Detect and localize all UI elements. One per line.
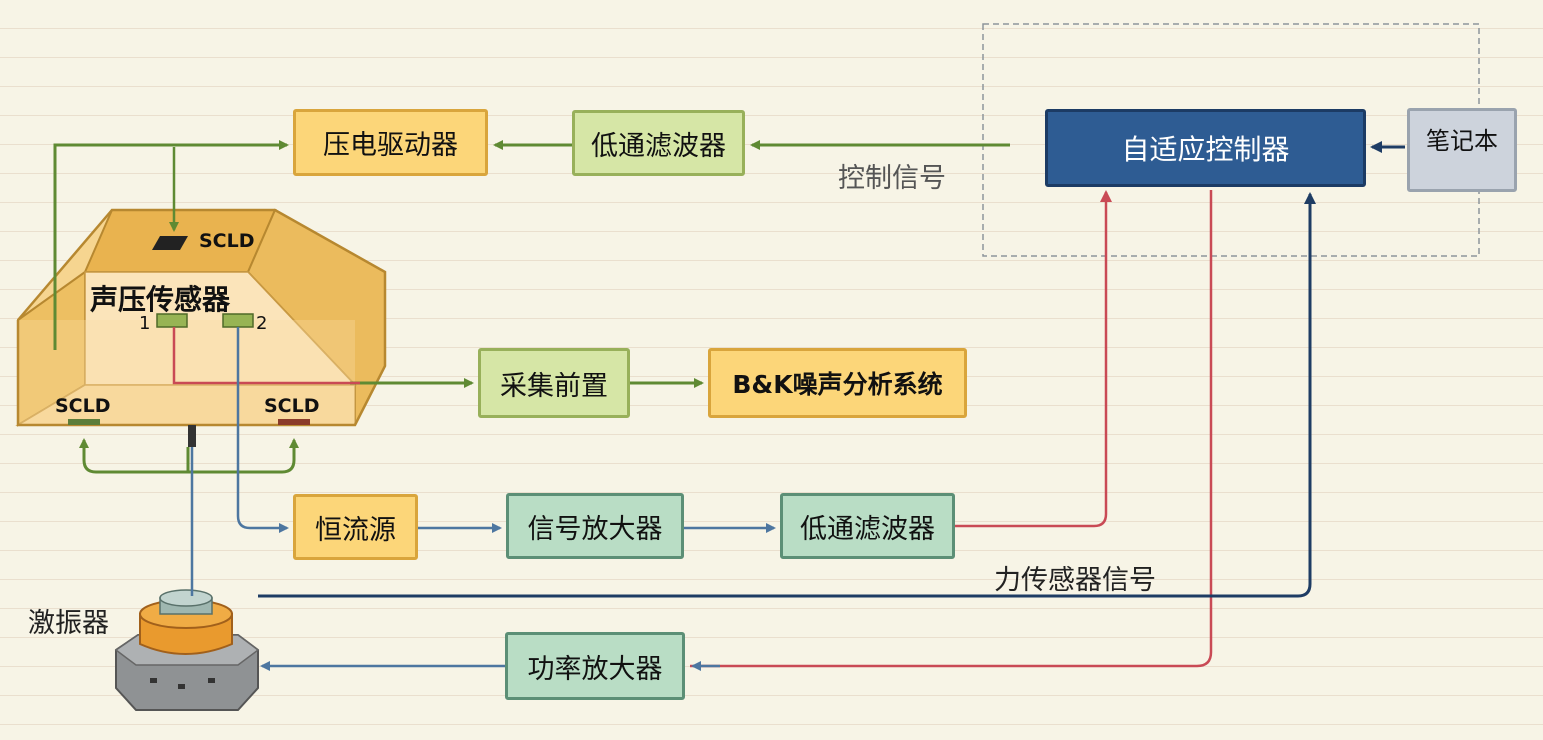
bk-analysis-system-box: B&K噪声分析系统 xyxy=(708,348,967,418)
piezo-driver-box: 压电驱动器 xyxy=(293,109,488,176)
wire-force-signal xyxy=(258,192,1316,598)
signal-amplifier-box: 信号放大器 xyxy=(506,493,684,559)
sensor-2-label: 2 xyxy=(256,313,268,334)
shaker-device xyxy=(114,589,260,711)
wire-enclosure-to-piezo xyxy=(53,140,289,350)
wire-scld-bottom-loop xyxy=(79,438,190,474)
scld-left-patch xyxy=(68,419,100,425)
scld-top-label: SCLD xyxy=(199,230,255,252)
constant-current-source-box: 恒流源 xyxy=(293,494,418,560)
lowpass-filter-top-box: 低通滤波器 xyxy=(572,110,745,176)
adaptive-controller-box: 自适应控制器 xyxy=(1045,109,1366,187)
wire-sensor1 xyxy=(172,327,360,385)
scld-right-label: SCLD xyxy=(264,395,320,417)
wire-lowpass-to-controller xyxy=(955,190,1112,528)
stinger-rod xyxy=(188,425,196,447)
power-amplifier-box: 功率放大器 xyxy=(505,632,685,700)
scld-top-patch xyxy=(152,236,188,250)
shaker-label: 激振器 xyxy=(28,608,109,639)
acquisition-preamp-box: 采集前置 xyxy=(478,348,630,418)
acoustic-sensor-label: 声压传感器 xyxy=(90,283,231,316)
wire-sensor2-to-current xyxy=(236,327,289,533)
scld-left-label: SCLD xyxy=(55,395,111,417)
lowpass-filter-mid-box: 低通滤波器 xyxy=(780,493,955,559)
wire-controller-to-power-amp xyxy=(690,190,1213,668)
wire-scld-bottom-loop-right xyxy=(188,438,299,474)
force-sensor-signal-label: 力传感器信号 xyxy=(994,565,1156,596)
scld-right-patch xyxy=(278,419,310,425)
sensor-1-label: 1 xyxy=(139,313,151,334)
sensor-1-chip xyxy=(156,313,188,328)
acoustic-enclosure xyxy=(15,208,387,447)
laptop-box: 笔记本 xyxy=(1407,108,1517,192)
control-signal-label: 控制信号 xyxy=(838,163,946,194)
